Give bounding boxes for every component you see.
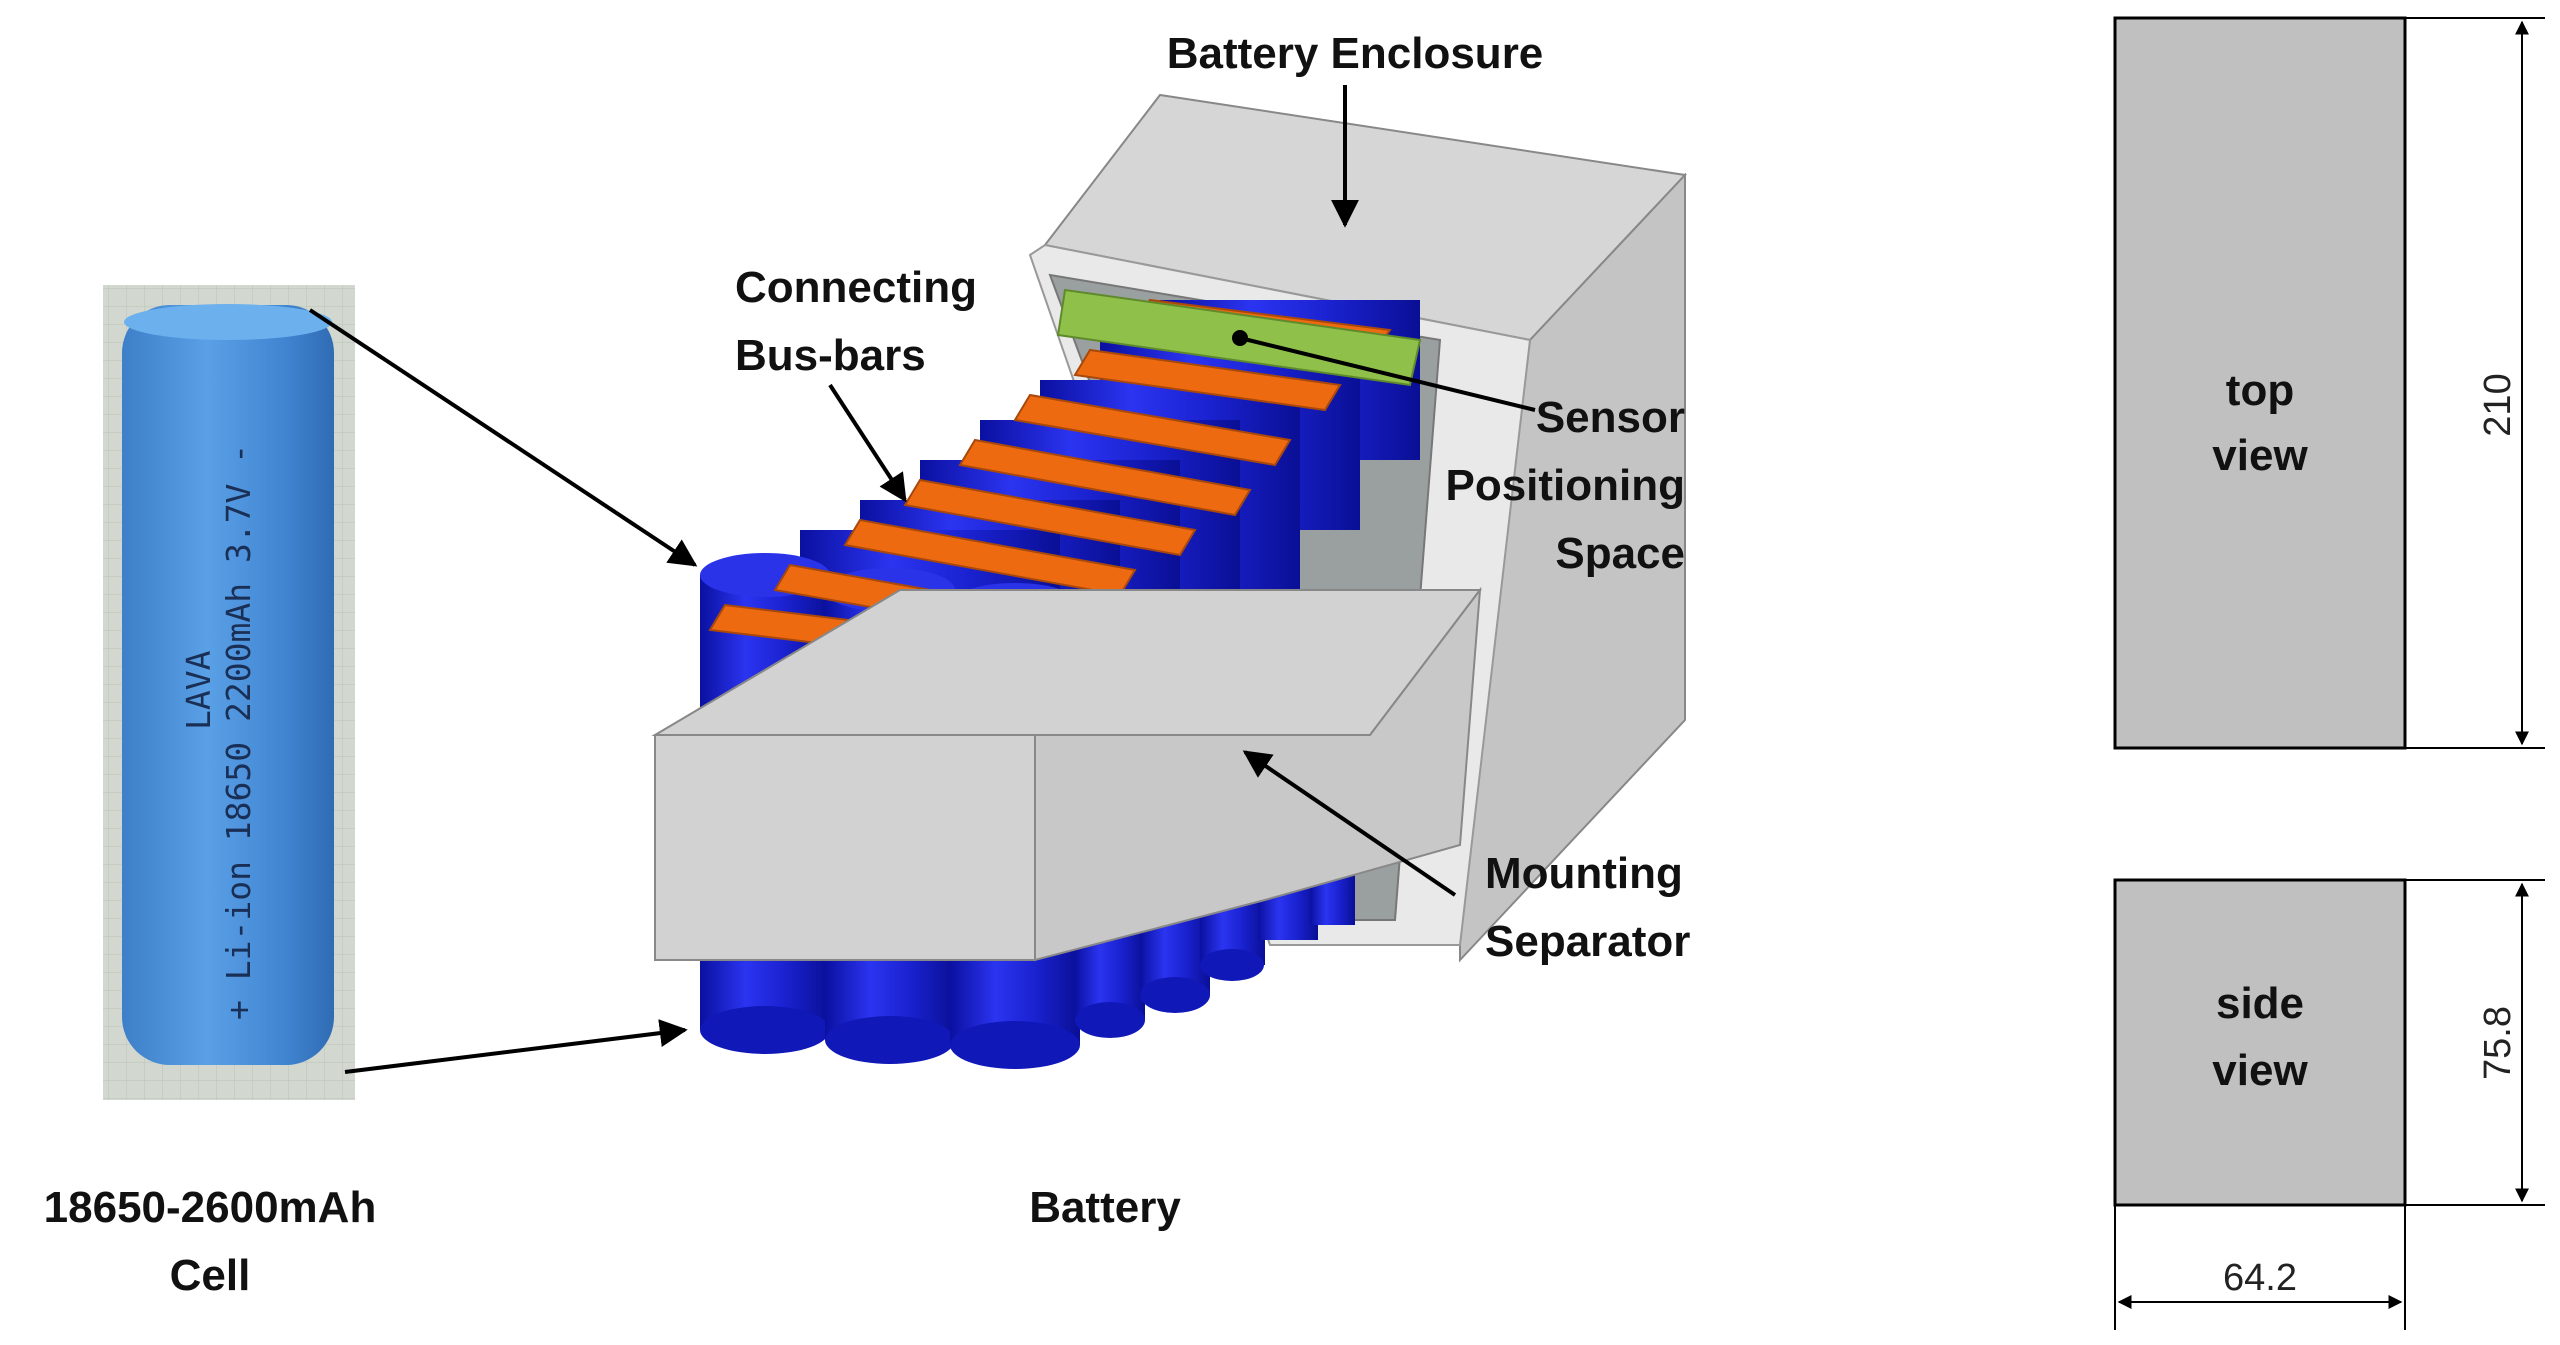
- cell-caption-1: 18650-2600mAh: [44, 1183, 377, 1232]
- arrow-cell-lower: [344, 1019, 688, 1074]
- bus-bar: [903, 478, 1197, 557]
- label-mounting-1: Mounting: [1485, 849, 1683, 898]
- cell-caption-2: Cell: [170, 1251, 251, 1300]
- bus-bar: [958, 438, 1252, 517]
- side-view-width-value: 64.2: [2223, 1257, 2297, 1299]
- side-view: side view 75.8 64.2: [2113, 878, 2545, 1330]
- cylindrical-cell: [122, 305, 334, 1065]
- label-battery-enclosure: Battery Enclosure: [1167, 29, 1544, 78]
- battery-caption: Battery: [1029, 1183, 1181, 1232]
- bus-bar: [1073, 348, 1342, 412]
- label-mounting-2: Separator: [1485, 917, 1690, 966]
- leader-sensor: [1239, 336, 1536, 412]
- label-sensor-1: Sensor: [1536, 393, 1685, 442]
- cell-top-cap: [124, 304, 332, 340]
- side-view-rect: [2113, 878, 2407, 1207]
- bus-bar: [1013, 393, 1292, 467]
- cell-print-main: + Li-ion 18650 2200mAh 3.7V -: [219, 444, 258, 1020]
- arrow-bus-bars: [828, 383, 907, 503]
- top-view: top view 210: [2113, 16, 2545, 750]
- arrow-separator: [1242, 750, 1457, 897]
- label-connecting-1: Connecting: [735, 263, 977, 312]
- top-view-rect: [2113, 16, 2407, 750]
- top-view-height-value: 210: [2477, 373, 2519, 436]
- leader-sensor-dot: [1232, 330, 1248, 346]
- label-sensor-2: Positioning: [1445, 461, 1685, 510]
- battery-pack: [651, 93, 1688, 1069]
- side-view-height-value: 75.8: [2477, 1006, 2519, 1080]
- arrow-cell-upper: [308, 308, 698, 567]
- side-view-label-1: side: [2216, 979, 2304, 1028]
- top-view-label-1: top: [2226, 366, 2294, 415]
- side-view-label-2: view: [2212, 1046, 2308, 1095]
- annotations: Battery Enclosure Connecting Bus-bars Se…: [44, 29, 1691, 1300]
- cell-print-brand: LAVA: [179, 650, 218, 730]
- top-view-label-2: view: [2212, 431, 2308, 480]
- label-connecting-2: Bus-bars: [735, 331, 926, 380]
- cell-printing: + Li-ion 18650 2200mAh 3.7V - LAVA: [179, 444, 258, 1020]
- cell-photo: + Li-ion 18650 2200mAh 3.7V - LAVA: [103, 285, 355, 1100]
- label-sensor-3: Space: [1555, 529, 1685, 578]
